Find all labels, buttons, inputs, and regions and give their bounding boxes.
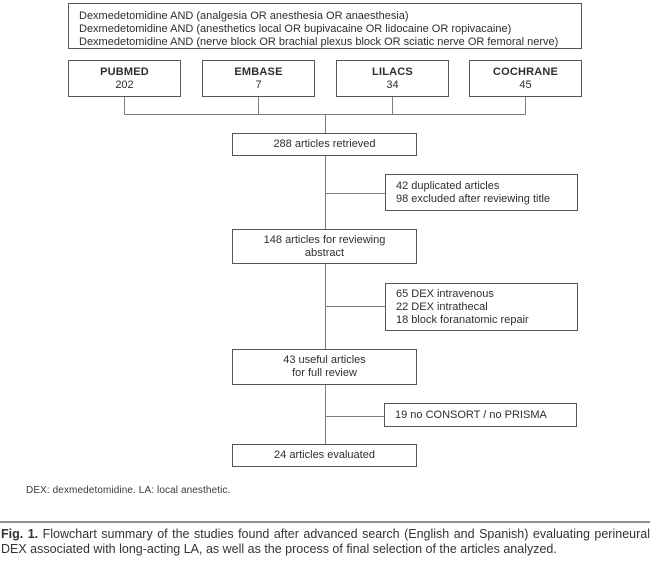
query-line: Dexmedetomidine AND (nerve block OR brac… <box>79 36 559 48</box>
excluded-title-box: 42 duplicated articles 98 excluded after… <box>385 174 578 211</box>
full-review-box: 43 useful articles for full review <box>232 349 417 385</box>
database-name: LILACS <box>372 65 413 78</box>
database-box-embase: EMBASE 7 <box>202 60 315 97</box>
figure-caption-text: Flowchart summary of the studies found a… <box>1 527 650 556</box>
connector-line <box>325 114 326 133</box>
caption-divider <box>0 521 650 523</box>
abbreviations-footnote: DEX: dexmedetomidine. LA: local anesthet… <box>26 485 231 496</box>
connector-line <box>325 193 385 194</box>
connector-line <box>325 416 384 417</box>
excluded-abstract-line: 18 block foranatomic repair <box>396 314 529 326</box>
database-name: EMBASE <box>234 65 283 78</box>
figure-caption-label: Fig. 1. <box>1 527 39 541</box>
excluded-abstract-line: 65 DEX intravenous <box>396 288 494 300</box>
full-review-line: for full review <box>292 367 357 379</box>
database-count: 34 <box>386 78 399 91</box>
database-box-pubmed: PUBMED 202 <box>68 60 181 97</box>
excluded-full-line: 19 no CONSORT / no PRISMA <box>395 409 547 421</box>
connector-line <box>325 385 326 444</box>
excluded-abstract-box: 65 DEX intravenous 22 DEX intrathecal 18… <box>385 283 578 331</box>
excluded-title-line: 98 excluded after reviewing title <box>396 193 551 205</box>
connector-line <box>392 97 393 115</box>
abstract-review-line: 148 articles for reviewing <box>263 233 386 246</box>
database-count: 45 <box>519 78 532 91</box>
excluded-abstract-line: 22 DEX intrathecal <box>396 301 488 313</box>
figure-caption: Fig. 1. Flowchart summary of the studies… <box>1 527 650 557</box>
database-name: COCHRANE <box>492 65 559 78</box>
retrieved-box: 288 articles retrieved <box>232 133 417 156</box>
excluded-title-line: 42 duplicated articles <box>396 180 500 192</box>
database-box-cochrane: COCHRANE 45 <box>469 60 582 97</box>
connector-line <box>258 97 259 115</box>
connector-line <box>124 97 125 115</box>
abstract-review-line: abstract <box>304 246 345 259</box>
evaluated-box: 24 articles evaluated <box>232 444 417 467</box>
excluded-full-box: 19 no CONSORT / no PRISMA <box>384 403 577 427</box>
database-name: PUBMED <box>100 65 149 78</box>
full-review-line: 43 useful articles <box>283 354 366 366</box>
connector-line <box>325 156 326 229</box>
connector-line <box>525 97 526 115</box>
search-query-box: Dexmedetomidine AND (analgesia OR anesth… <box>68 3 582 49</box>
retrieved-label: 288 articles retrieved <box>273 138 376 150</box>
evaluated-label: 24 articles evaluated <box>274 449 375 461</box>
database-count: 202 <box>115 78 134 91</box>
connector-line <box>325 306 385 307</box>
query-line: Dexmedetomidine AND (analgesia OR anesth… <box>79 10 409 22</box>
query-line: Dexmedetomidine AND (anesthetics local O… <box>79 23 512 35</box>
abstract-review-box: 148 articles for reviewing abstract <box>232 229 417 264</box>
database-count: 7 <box>255 78 262 91</box>
database-box-lilacs: LILACS 34 <box>336 60 449 97</box>
